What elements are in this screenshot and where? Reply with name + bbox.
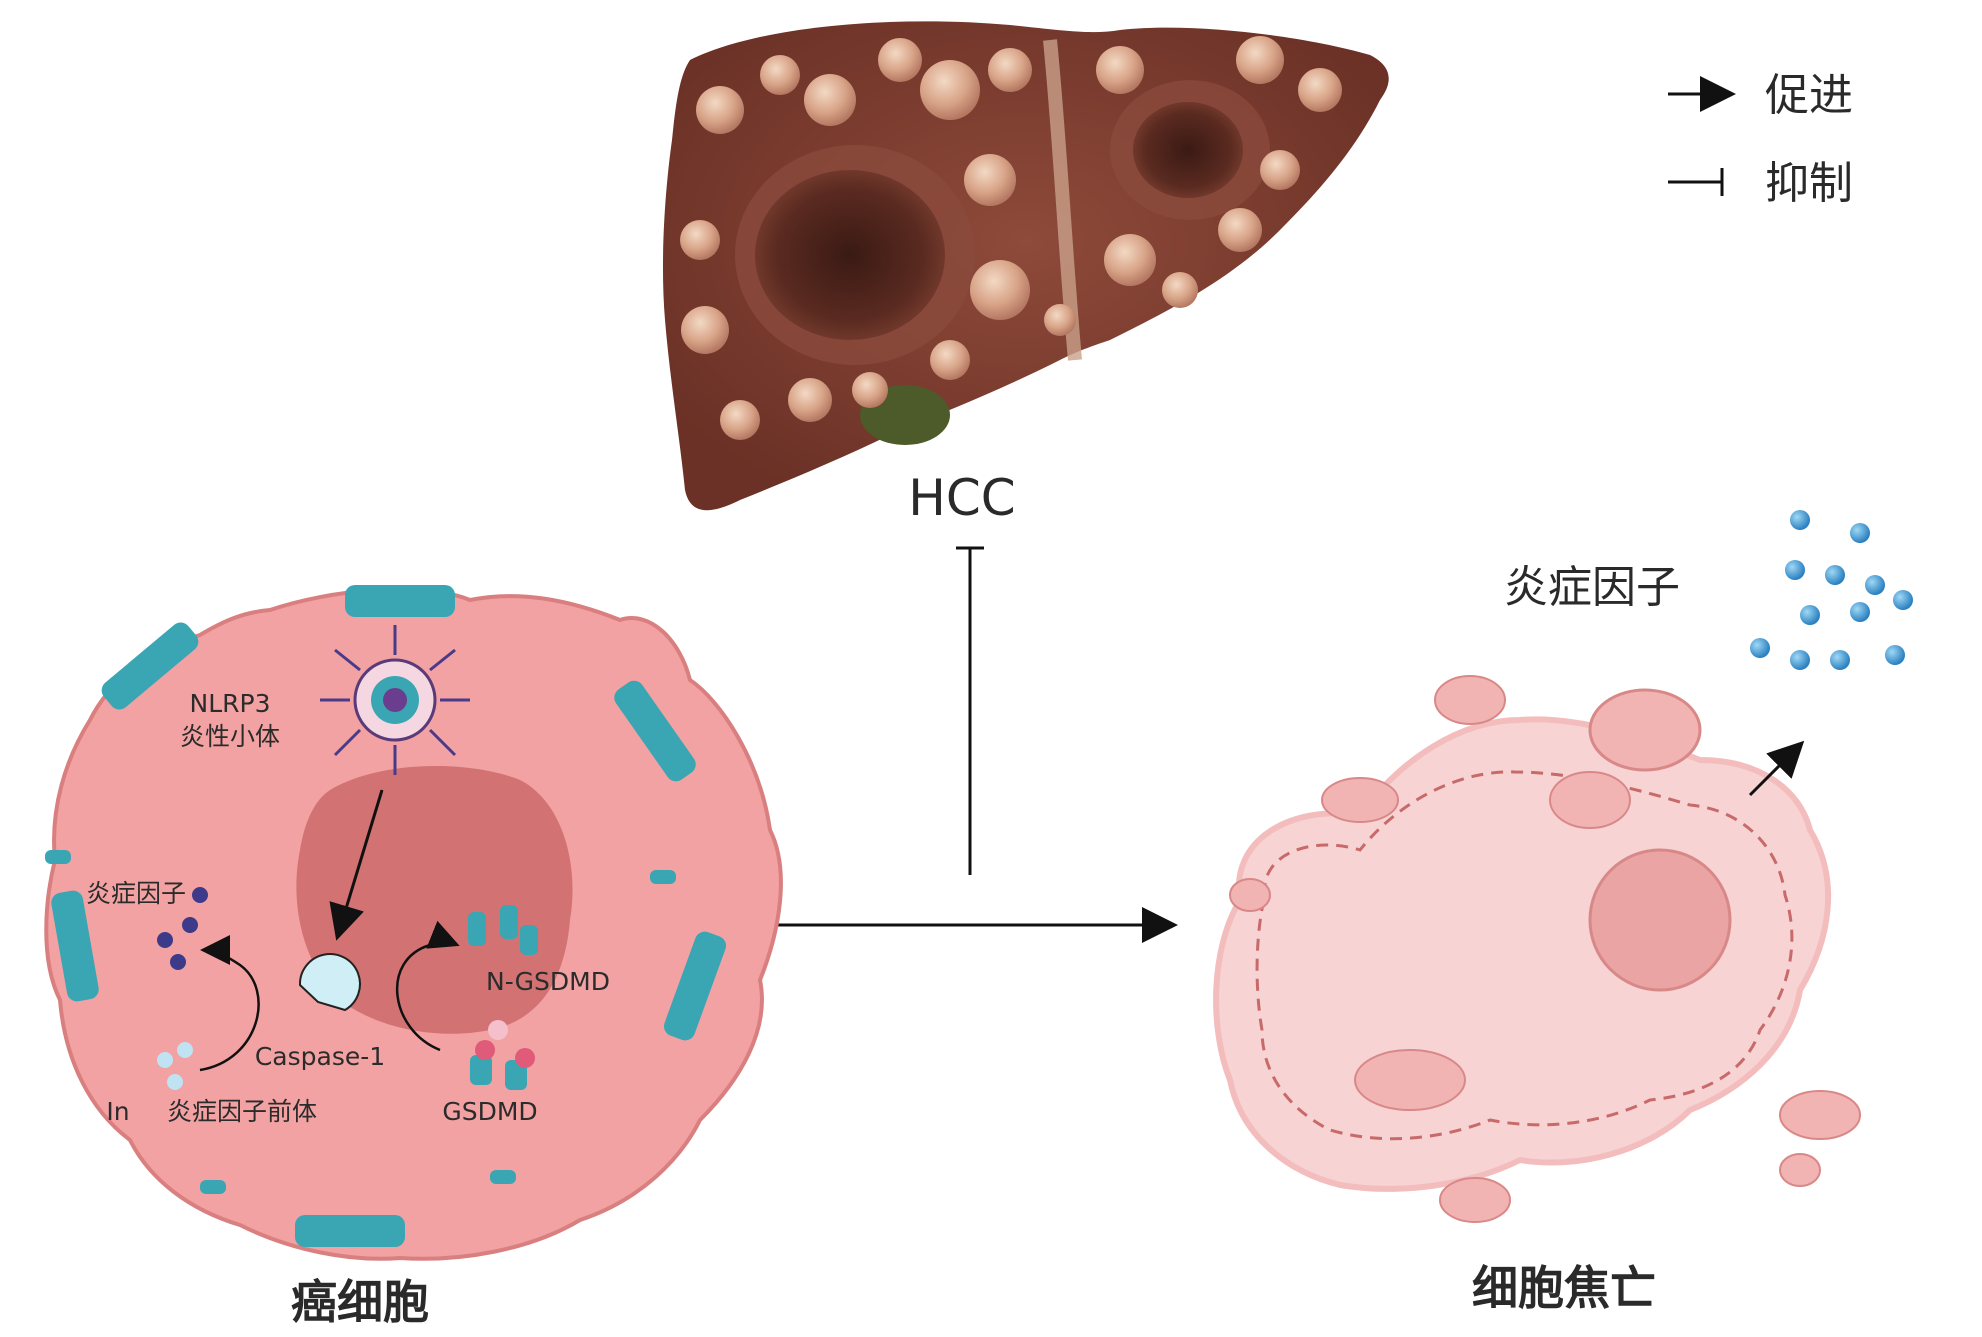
membrane-protein-small-right	[650, 870, 676, 884]
in-label: In	[106, 1097, 129, 1126]
membrane-protein-bottom	[295, 1215, 405, 1247]
inflammatory-factor-dots	[157, 887, 208, 970]
membrane-protein-right-upper	[614, 680, 696, 782]
gsdmd-label: GSDMD	[442, 1097, 537, 1126]
cytokine-release-arrow	[1748, 740, 1805, 797]
membrane-protein-small-bottom-right	[490, 1170, 516, 1184]
pyroptosis-cell-boundary	[1255, 770, 1794, 1141]
gsdmd-cleavage-arrow	[395, 920, 460, 1052]
membrane-protein-right-lower	[663, 931, 727, 1041]
mitochondrion-icon-2	[1354, 1049, 1466, 1111]
precursor-dots	[157, 1042, 193, 1090]
caspase-1-icon	[298, 953, 361, 1012]
mitochondrion-icon	[1549, 771, 1631, 829]
cancer-cell-title: 癌细胞	[291, 1275, 429, 1329]
membrane-protein-small-bottom-left	[200, 1180, 226, 1194]
inflammasome-to-caspase-arrow	[329, 789, 384, 941]
pyroptosis-cell-bleb	[1588, 688, 1702, 772]
inflammatory-factor-label-pyro: 炎症因子	[1504, 562, 1680, 613]
n-gsdmd-pores	[468, 905, 538, 955]
nlrp3-inflammasome-icon	[320, 625, 470, 775]
pyroptosis-cell-membrane	[1213, 716, 1832, 1192]
precursor-to-factor-arrow	[199, 935, 260, 1072]
inhibit-hcc-connector	[956, 546, 984, 875]
apoptotic-vesicles	[1229, 675, 1861, 1223]
legend: 促进 抑制	[1668, 70, 1853, 209]
cancer-cell: NLRP3 炎性小体 Caspase-1 炎症因子 In 炎症因子前体 N-GS…	[44, 585, 783, 1329]
gsdmd-protein-icons	[470, 1020, 535, 1090]
liver-nodules	[680, 36, 1342, 440]
pyroptosis-cell-title: 细胞焦亡	[1472, 1261, 1656, 1315]
liver-illustration: HCC	[662, 21, 1389, 527]
pyroptosis-cell-nucleus	[1588, 848, 1732, 992]
membrane-protein-top	[345, 585, 455, 617]
inflammatory-factor-label-cancer: 炎症因子	[86, 879, 186, 908]
membrane-protein-top-left	[101, 622, 199, 710]
precursor-label: 炎症因子前体	[167, 1097, 317, 1126]
membrane-protein-small-left	[45, 850, 71, 864]
n-gsdmd-label: N-GSDMD	[486, 967, 610, 996]
nlrp3-label: NLRP3	[190, 689, 271, 718]
cancer-cell-nucleus	[296, 766, 573, 1034]
legend-inhibit-label: 抑制	[1765, 158, 1853, 209]
membrane-proteins	[45, 585, 727, 1247]
caspase-1-label: Caspase-1	[255, 1042, 385, 1071]
inflammasome-label: 炎性小体	[180, 722, 280, 751]
membrane-protein-left	[51, 890, 99, 1002]
hcc-label: HCC	[908, 469, 1015, 527]
legend-promote-label: 促进	[1765, 70, 1853, 121]
pyroptosis-cell: 炎症因子 细胞焦亡	[1213, 510, 1913, 1315]
cytokine-dots	[1750, 510, 1913, 670]
